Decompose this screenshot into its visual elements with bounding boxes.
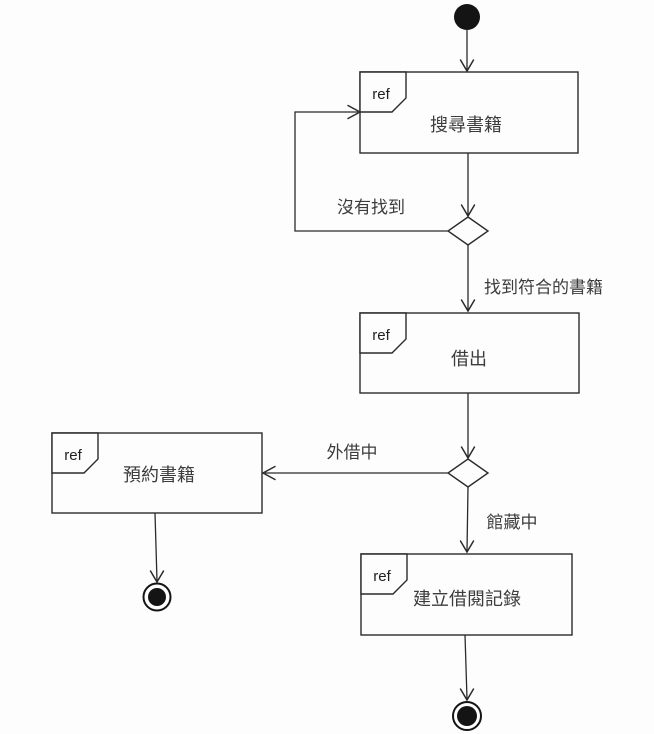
activity-create-loan-record: ref 建立借閱記錄 [360,553,573,636]
activity-search-books: ref 搜尋書籍 [359,71,579,154]
ref-tab-label: ref [64,447,82,464]
ref-tab [359,312,407,354]
activity-name: 借出 [451,349,487,370]
activity-name: 搜尋書籍 [430,115,502,136]
ref-tab [360,553,408,595]
ref-tab-label: ref [372,327,390,344]
ref-tab [51,432,99,474]
decision-search-result [446,216,490,246]
activity-name: 預約書籍 [123,465,195,486]
edge-reserve-to-final [149,512,165,584]
final-node-reserve [142,582,172,612]
edge-label-not-found: 沒有找到 [337,198,405,218]
edge-found-to-checkout: 找到符合的書籍 [460,245,603,313]
edge-not-found-loop: 沒有找到 [294,104,448,232]
edge-label-in-collection: 館藏中 [487,513,538,533]
edge-in-collection-to-record: 館藏中 [459,486,538,554]
edge-label-found-matching: 找到符合的書籍 [484,278,603,298]
edge-checkout-to-decision2 [460,393,476,460]
final-node-record [452,701,482,731]
ref-tab [359,71,407,113]
activity-reserve-books: ref 預約書籍 [51,432,263,514]
decision-availability [446,458,490,488]
activity-name: 建立借閱記錄 [413,589,521,610]
edge-label-on-loan: 外借中 [327,443,378,463]
edge-start-to-search [459,30,475,73]
ref-tab-label: ref [372,86,390,103]
ref-tab-label: ref [373,568,391,585]
edge-search-to-decision1 [460,153,476,218]
initial-node [454,4,480,30]
edge-record-to-final [459,634,475,702]
activity-checkout: ref 借出 [359,312,580,394]
edge-on-loan-to-reserve: 外借中 [261,443,448,481]
